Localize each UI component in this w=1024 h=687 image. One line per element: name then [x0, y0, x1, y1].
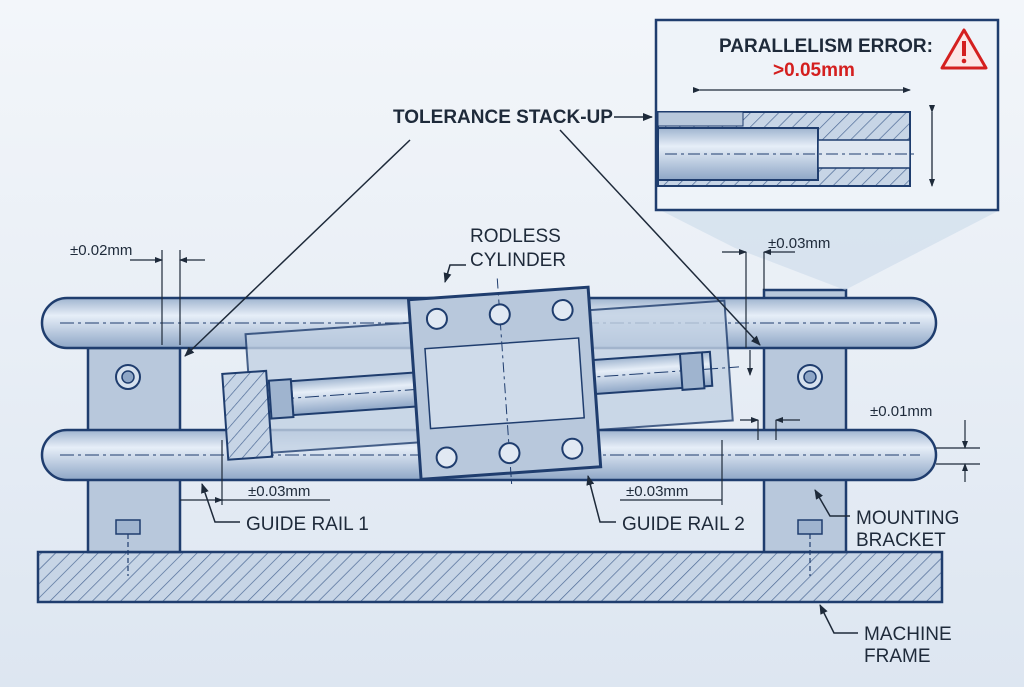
tolerance-left-bracket: ±0.02mm: [70, 242, 132, 259]
callout-title: PARALLELISM ERROR:: [719, 36, 933, 57]
parallelism-callout: [654, 18, 1000, 290]
bracket-label-line2: BRACKET: [856, 530, 946, 551]
dimension-lines: [130, 249, 980, 505]
machine-frame: [36, 550, 944, 604]
tolerance-rail2: ±0.03mm: [626, 483, 688, 500]
tolerance-right-rail: ±0.01mm: [870, 403, 932, 420]
guide-rail-1-label: GUIDE RAIL 1: [246, 514, 369, 535]
tolerance-right-bracket: ±0.03mm: [768, 235, 830, 252]
frame-label-line2: FRAME: [864, 646, 931, 667]
rodless-cylinder: [221, 278, 740, 489]
cylinder-label-line1: RODLESS: [470, 226, 561, 247]
callout-value: >0.05mm: [773, 60, 855, 81]
frame-label-line1: MACHINE: [864, 624, 952, 645]
guide-rail-2-label: GUIDE RAIL 2: [622, 514, 745, 535]
cylinder-label-line2: CYLINDER: [470, 250, 566, 271]
warning-triangle-icon: [940, 28, 988, 70]
tolerance-stackup-label: TOLERANCE STACK-UP: [393, 107, 613, 128]
tolerance-rail1: ±0.03mm: [248, 483, 310, 500]
bracket-label-line1: MOUNTING: [856, 508, 959, 529]
leader-lines: [184, 113, 858, 634]
